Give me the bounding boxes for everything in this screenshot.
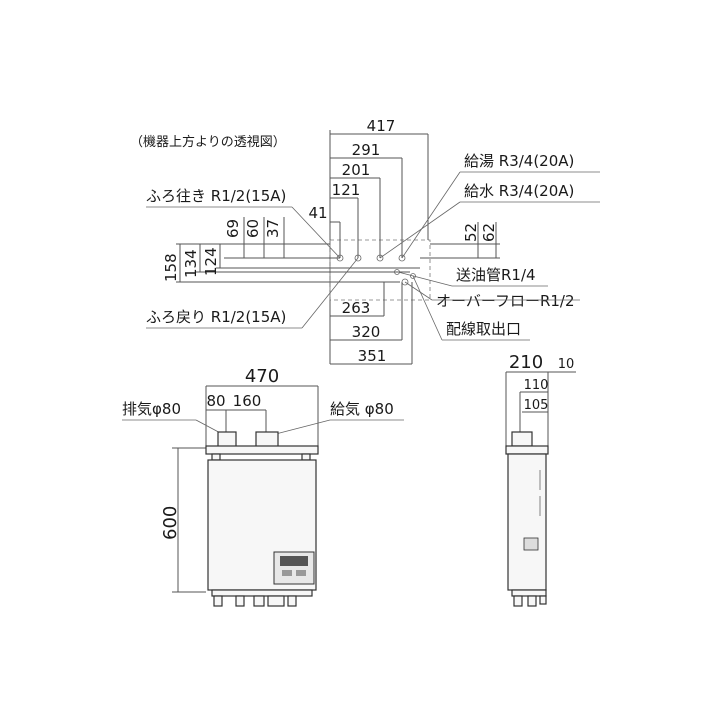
dim-52: 52	[462, 223, 480, 242]
conn-bath-return	[354, 254, 362, 262]
dim-263: 263	[342, 299, 371, 317]
dim-62: 62	[480, 223, 498, 242]
top-view-caption: （機器上方よりの透視図）	[130, 134, 286, 150]
front-top-cap	[205, 445, 319, 455]
front-view: 470 80 160 排気φ80 給気 φ80 600	[122, 366, 404, 607]
label-exhaust: 排気φ80	[122, 400, 181, 418]
callouts: 給湯 R3/4(20A) 給水 R3/4(20A) ふろ往き R1/2(15A)…	[146, 152, 600, 341]
dim-37: 37	[264, 219, 282, 238]
callout-wiring: 配線取出口	[446, 320, 521, 338]
callout-bath-out: ふろ往き R1/2(15A)	[146, 187, 286, 205]
dim-417: 417	[367, 117, 396, 135]
dim-124: 124	[202, 247, 220, 276]
side-view: 210 10 110 105	[505, 352, 576, 607]
dim-134: 134	[182, 249, 200, 278]
dim-110: 110	[524, 378, 549, 393]
label-intake: 給気 φ80	[330, 400, 394, 418]
conn-wiring	[410, 273, 416, 279]
top-dims-horizontal: 417 291 201 121 41	[308, 117, 429, 258]
dim-160-front: 160	[233, 392, 262, 410]
pipe-connections	[336, 254, 416, 286]
top-dims-horizontal-bottom: 263 320 351	[329, 282, 413, 365]
dim-121: 121	[332, 181, 361, 199]
conn-water	[376, 254, 384, 262]
callout-bath-return: ふろ戻り R1/2(15A)	[146, 308, 286, 326]
callout-water-supply: 給水 R3/4(20A)	[464, 182, 574, 200]
conn-bath-out	[336, 254, 344, 262]
dim-60: 60	[244, 219, 262, 238]
dim-201: 201	[342, 161, 371, 179]
callout-overflow: オーバーフローR1/2	[436, 292, 575, 310]
dim-291: 291	[352, 141, 381, 159]
dim-600: 600	[160, 506, 181, 540]
dim-351: 351	[358, 347, 387, 365]
callout-hot-supply: 給湯 R3/4(20A)	[464, 152, 574, 170]
dim-80-front: 80	[206, 392, 225, 410]
conn-hot	[398, 254, 406, 262]
dim-69: 69	[224, 219, 242, 238]
dim-41: 41	[308, 204, 327, 222]
top-dims-vertical-left: 158 134 124	[162, 243, 420, 283]
callout-oil-pipe: 送油管R1/4	[456, 266, 536, 284]
dim-320: 320	[352, 323, 381, 341]
dim-470: 470	[245, 366, 279, 387]
top-dims-vertical-right: 52 62	[420, 222, 500, 259]
top-view: （機器上方よりの透視図） 417 291 201 121 41	[130, 117, 600, 365]
dim-10: 10	[558, 357, 575, 372]
dim-105: 105	[524, 398, 549, 413]
dim-210: 210	[509, 352, 543, 373]
side-flue	[511, 431, 533, 447]
top-dims-vertical-left-small: 69 60 37	[224, 217, 340, 259]
dim-158: 158	[162, 253, 180, 282]
